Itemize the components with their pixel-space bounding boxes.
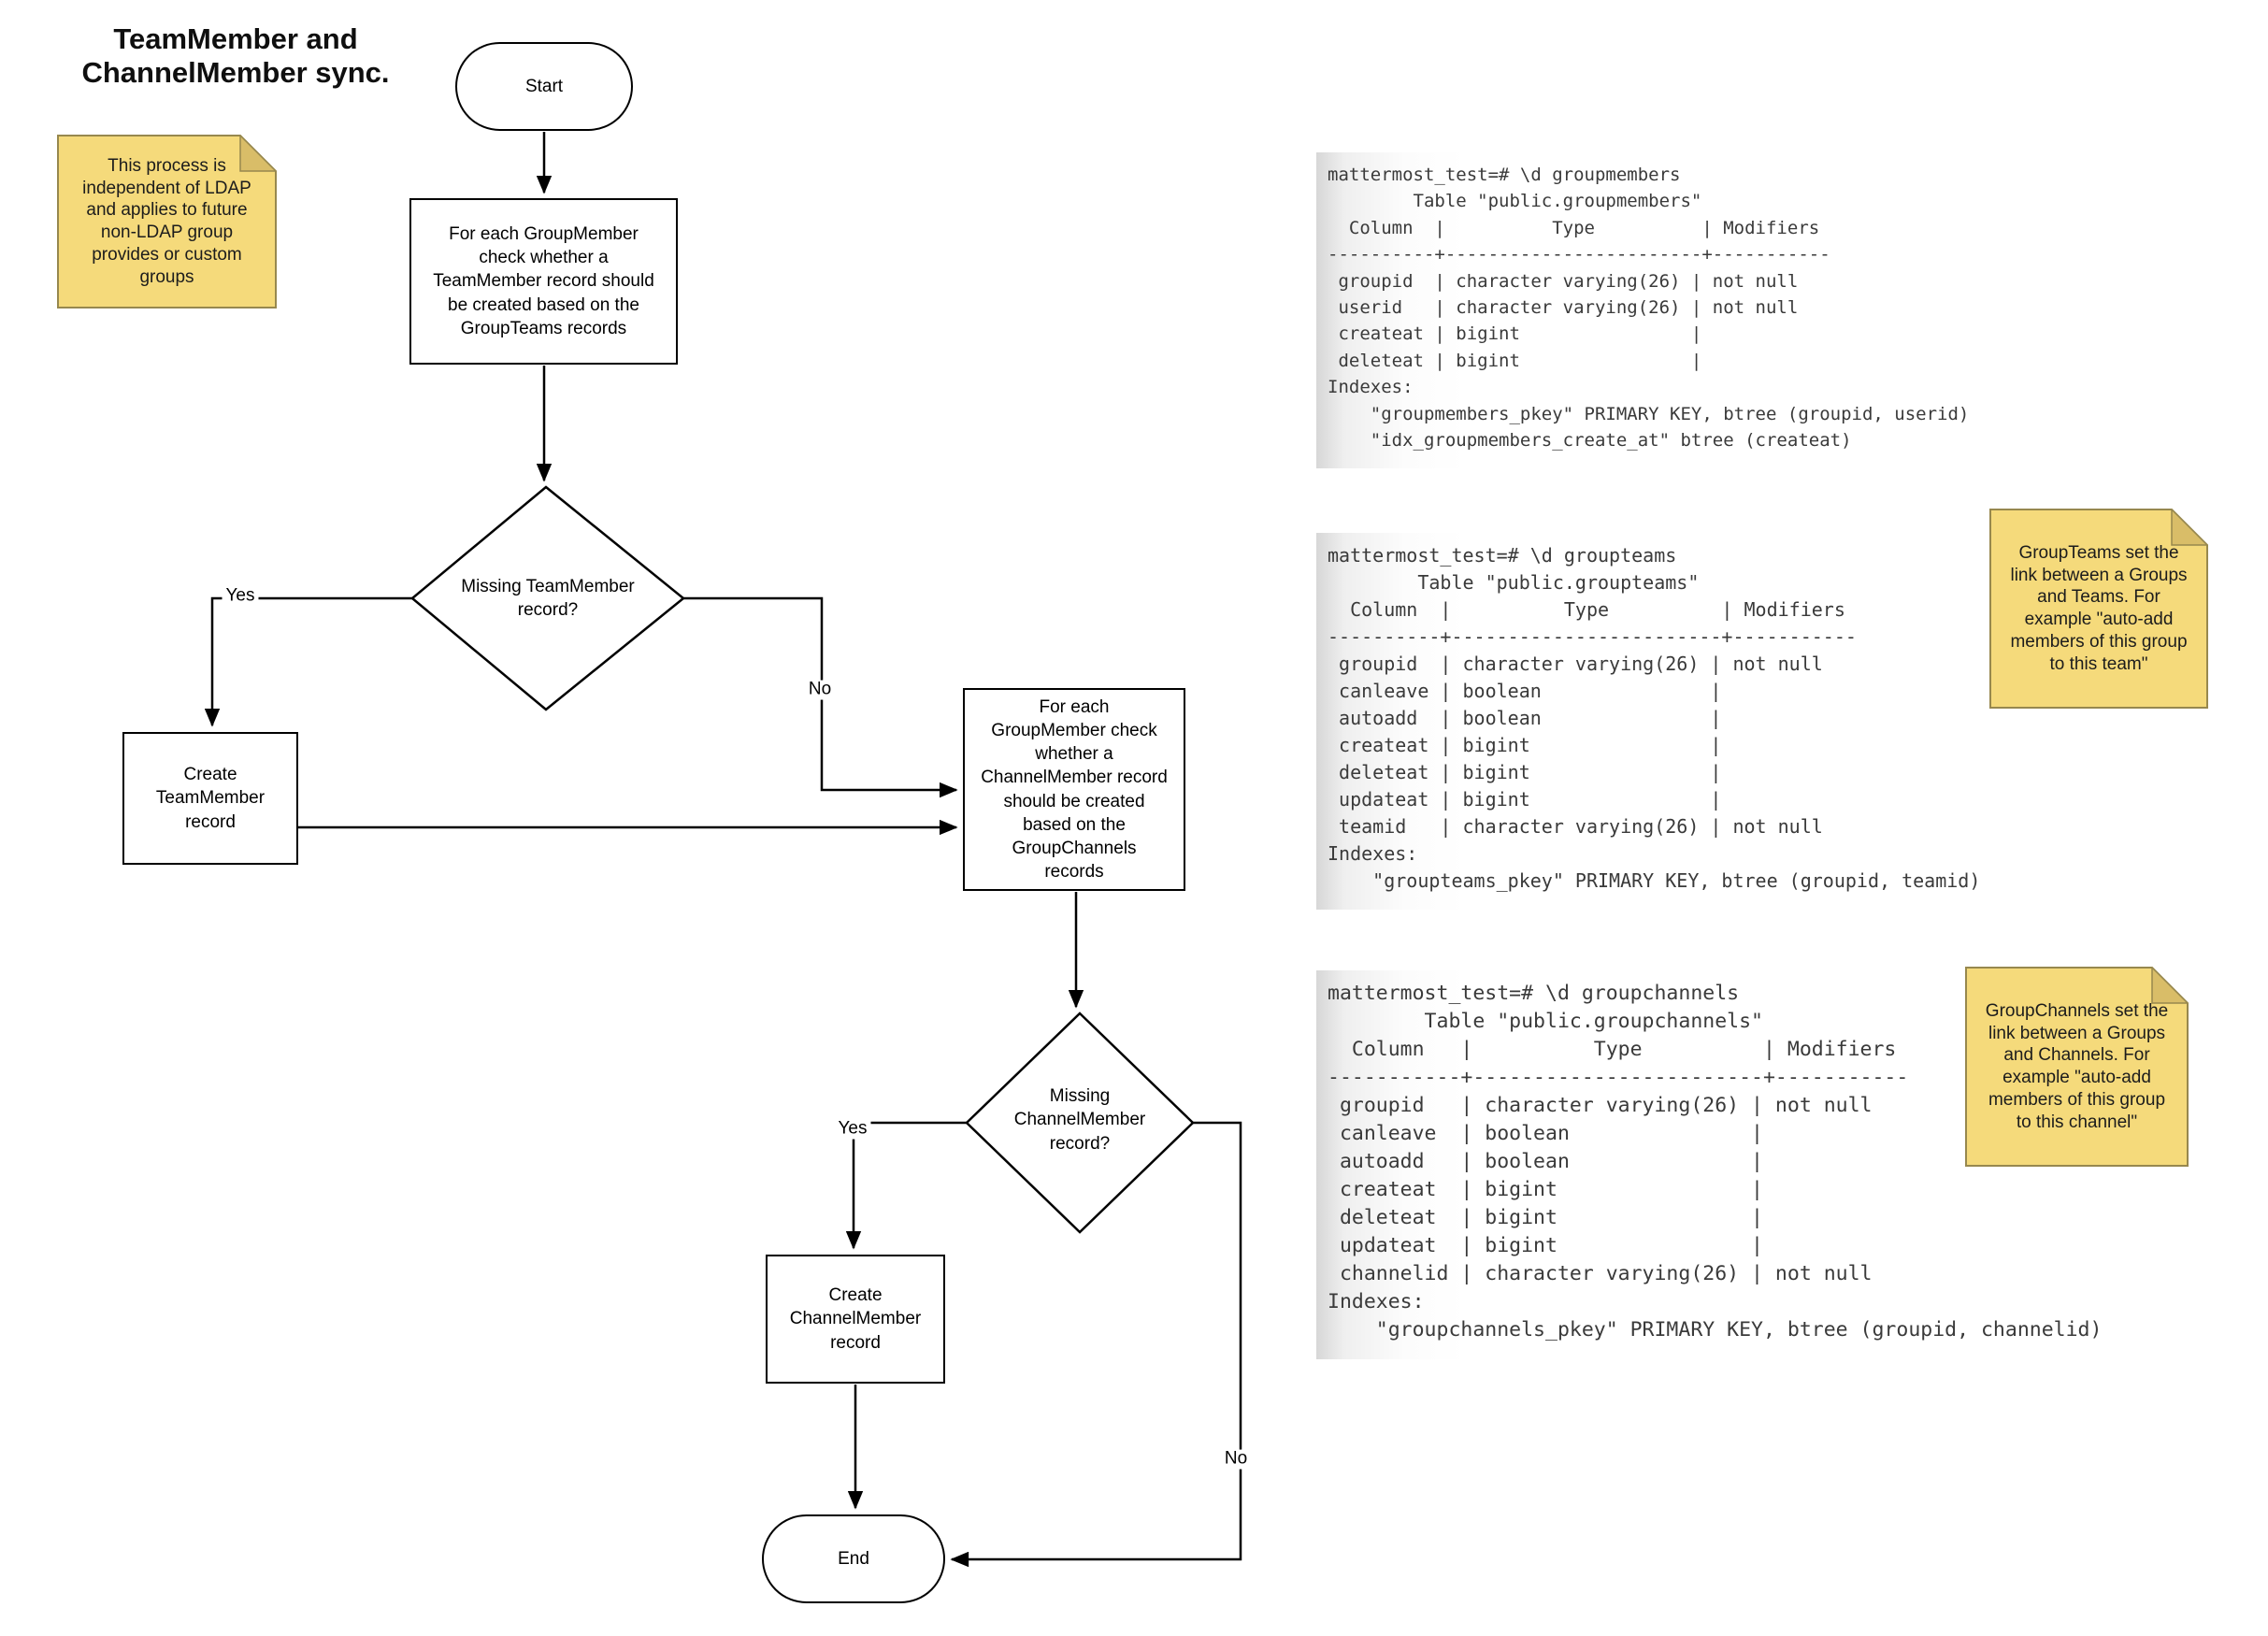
edge-decision2-no	[950, 1121, 1242, 1568]
decision-missing-channelmember-shape	[965, 1012, 1195, 1234]
note-shape	[57, 135, 277, 309]
note-folded-corner-icon	[2151, 967, 2189, 1004]
edge-label-no-2: No	[1220, 1449, 1252, 1470]
process-check-channelmember-label: For each GroupMember check whether a Cha…	[981, 697, 1168, 882]
start-label: Start	[524, 76, 564, 96]
process-create-teammember: Create TeamMember record	[122, 732, 298, 865]
diagram-title: TeamMember and ChannelMember sync.	[81, 22, 390, 89]
decision-missing-teammember-shape	[410, 485, 685, 711]
edge-label-yes-1: Yes	[222, 586, 259, 607]
process-check-teammember: For each GroupMember check whether a Tea…	[409, 198, 678, 365]
process-check-teammember-label: For each GroupMember check whether a Tea…	[433, 224, 654, 338]
edge-decision2-yes	[845, 1121, 968, 1250]
end-label: End	[838, 1548, 869, 1569]
decision-missing-channelmember-label: Missing ChannelMember record?	[1013, 1086, 1146, 1154]
process-check-channelmember: For each GroupMember check whether a Cha…	[963, 688, 1185, 891]
decision-missing-teammember-label: Missing TeamMember record?	[461, 576, 635, 620]
start-terminator: Start	[455, 42, 633, 131]
note-folded-corner-icon	[239, 135, 277, 172]
psql-output-groupchannels: mattermost_test=# \d groupchannels Table…	[1316, 970, 2149, 1359]
end-terminator: End	[762, 1514, 945, 1603]
decision-missing-channelmember: Missing ChannelMember record?	[967, 1013, 1193, 1227]
process-create-teammember-label: Create TeamMember record	[155, 765, 266, 832]
note-ldap-disclaimer: This process is independent of LDAP and …	[57, 135, 277, 309]
psql-output-groupmembers: mattermost_test=# \d groupmembers Table …	[1316, 152, 2037, 469]
process-create-channelmember: Create ChannelMember record	[766, 1255, 945, 1384]
note-groupteams: GroupTeams set the link between a Groups…	[1989, 509, 2208, 709]
edge-label-no-1: No	[804, 680, 836, 700]
edge-label-yes-2: Yes	[834, 1119, 871, 1140]
note-ldap-disclaimer-text: This process is independent of LDAP and …	[82, 155, 251, 287]
process-create-channelmember-label: Create ChannelMember record	[789, 1285, 922, 1353]
note-body	[57, 135, 277, 309]
note-folded-corner-icon	[2171, 509, 2208, 546]
decision-missing-teammember: Missing TeamMember record?	[412, 487, 683, 710]
edge-decision1-yes	[204, 596, 412, 727]
psql-output-groupteams: mattermost_test=# \d groupteams Table "p…	[1316, 533, 2037, 910]
